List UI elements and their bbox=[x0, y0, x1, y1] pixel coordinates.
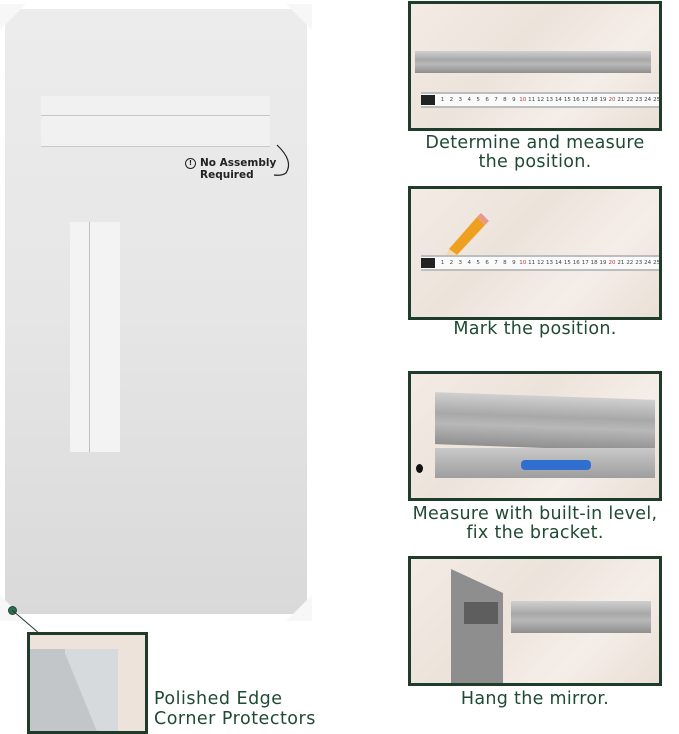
caption-line2: Corner Protectors bbox=[154, 709, 316, 729]
bracket-rail bbox=[415, 51, 651, 73]
bracket-rail bbox=[511, 601, 651, 633]
caption-line2: the position. bbox=[478, 152, 592, 172]
no-assembly-note: ! No Assembly Required bbox=[185, 157, 276, 181]
wall-hole-icon bbox=[416, 464, 423, 473]
step-2-caption: Mark the position. bbox=[400, 320, 670, 339]
caption-line1: Mark the position. bbox=[453, 319, 617, 339]
corner-protector-caption: Polished Edge Corner Protectors bbox=[154, 689, 316, 729]
step-3-caption: Measure with built-in level, fix the bra… bbox=[400, 505, 670, 543]
level-bubble-icon bbox=[521, 460, 591, 470]
note-line1: No Assembly bbox=[200, 157, 277, 169]
callout-leader-line bbox=[12, 610, 41, 635]
corner-detail-image bbox=[27, 632, 148, 734]
caption-line1: Hang the mirror. bbox=[460, 689, 610, 709]
step-1-caption: Determine and measure the position. bbox=[400, 134, 670, 172]
caption-line2: fix the bracket. bbox=[466, 523, 604, 543]
step-4-image bbox=[408, 556, 662, 686]
caption-line1: Polished Edge bbox=[154, 689, 283, 709]
vertical-bracket bbox=[70, 222, 120, 452]
arrow-curve-icon bbox=[273, 144, 290, 176]
caption-line1: Measure with built-in level, bbox=[412, 504, 658, 524]
horizontal-bracket bbox=[41, 96, 270, 147]
caption-line1: Determine and measure bbox=[425, 133, 645, 153]
note-line2: Required bbox=[200, 169, 254, 181]
step-4-caption: Hang the mirror. bbox=[400, 690, 670, 709]
exclamation-circle-icon: ! bbox=[185, 158, 196, 169]
step-3-image bbox=[408, 371, 662, 501]
mirror-back bbox=[451, 569, 503, 683]
pencil-icon bbox=[445, 213, 489, 257]
bracket-rail bbox=[435, 392, 655, 452]
